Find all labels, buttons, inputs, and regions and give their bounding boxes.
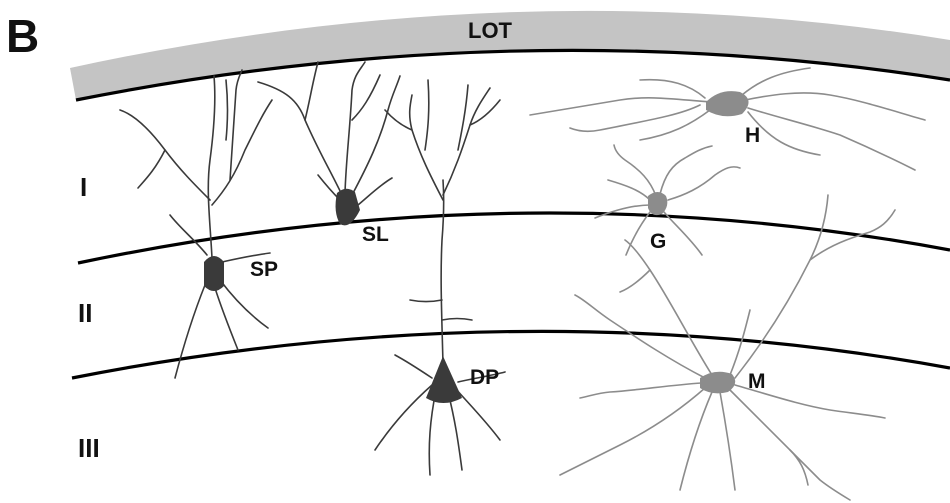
superficial-pyramidal-cell (120, 70, 272, 378)
layer-boundary-ii-iii (72, 331, 950, 378)
panel-label: B (6, 10, 39, 62)
layer-label-ii: II (78, 298, 92, 328)
cell-label-sl: SL (362, 223, 389, 246)
cell-label-h: H (745, 124, 760, 147)
sp-soma (204, 256, 224, 291)
deep-pyramidal-cell (375, 80, 505, 475)
lot-label: LOT (468, 18, 513, 43)
layer-label-i: I (80, 172, 87, 202)
dp-soma (426, 356, 462, 403)
semilunar-cell (258, 62, 400, 225)
cell-label-m: M (748, 370, 766, 393)
cell-label-dp: DP (470, 366, 499, 389)
m-soma (700, 372, 735, 394)
layer-label-iii: III (78, 433, 100, 463)
h-soma (706, 91, 749, 116)
cell-label-sp: SP (250, 258, 278, 281)
globular-cell (595, 145, 740, 255)
cell-label-g: G (650, 230, 666, 253)
horizontal-cell (530, 68, 925, 170)
multipolar-cell (560, 195, 895, 500)
